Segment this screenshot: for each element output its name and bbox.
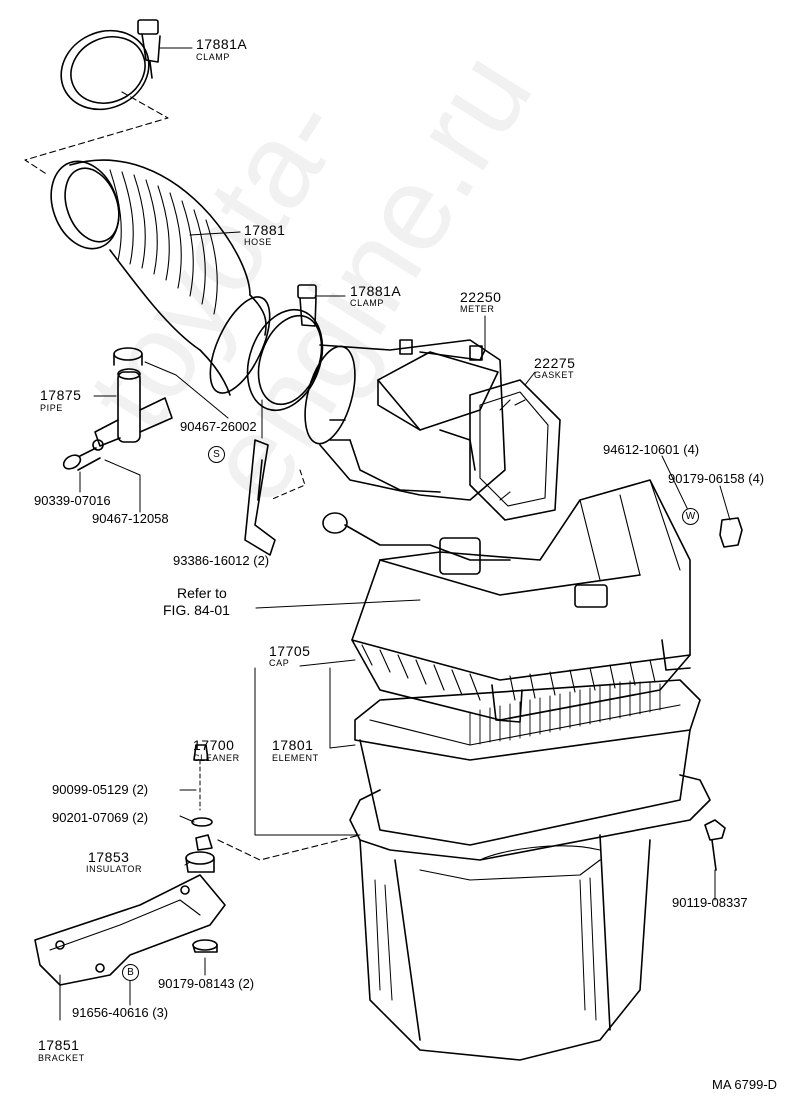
part-name-17881A-top: CLAMP [196,52,231,62]
sensor-drawing [322,512,608,608]
leader-lines [59,47,731,1021]
part-number-22275: 22275 [534,355,576,371]
part-number-17875: 17875 [40,387,82,403]
air-flow-meter-drawing [304,339,506,501]
clip-drawing [719,517,743,548]
part-name-17853: INSULATOR [86,864,143,874]
part-number-17853: 17853 [88,849,130,865]
diagram-id: MA 6799-D [712,1077,778,1092]
part-name-17700: CLEANER [193,753,240,763]
part-number-22250: 22250 [460,289,502,305]
part-number-91656-40616: 91656-40616 (3) [72,1005,169,1020]
part-name-17881: HOSE [244,237,272,247]
part-number-17801: 17801 [272,737,314,753]
part-number-90201-07069: 90201-07069 (2) [52,810,149,825]
part-number-17705: 17705 [269,643,311,659]
w-symbol: W [682,508,699,525]
part-number-90467-26002: 90467-26002 [180,419,257,434]
part-number-17851: 17851 [38,1037,80,1053]
reference-line-2: FIG. 84-01 [163,602,230,618]
part-number-90179-06158: 90179-06158 (4) [668,471,765,486]
part-number-90099-05129: 90099-05129 (2) [52,782,149,797]
part-number-93386-16012: 93386-16012 (2) [173,553,270,568]
s-symbol: S [208,446,225,463]
part-name-17881A-mid: CLAMP [350,298,385,308]
part-name-17801: ELEMENT [272,753,319,763]
top-clamp-drawing [60,19,161,111]
b-symbol: B [122,964,139,981]
cleaner-case-drawing [349,729,711,1061]
part-number-90467-12058: 90467-12058 [92,511,169,526]
element-drawing [354,679,701,761]
reference-line-1: Refer to [177,585,227,601]
part-number-90119-08337: 90119-08337 [672,895,748,910]
part-name-22275: GASKET [534,370,575,380]
part-number-17881A-mid: 17881A [350,283,402,299]
part-number-17700: 17700 [193,737,235,753]
hose-drawing [50,159,271,396]
part-name-22250: METER [460,304,495,314]
part-number-17881A-top: 17881A [196,36,248,52]
stay-drawing [244,439,276,556]
bracket-drawing [34,874,226,986]
part-number-90339-07016: 90339-07016 [34,493,111,508]
part-number-17881: 17881 [244,222,286,238]
middle-clamp-drawing [246,284,324,412]
pipe-drawing [62,347,173,471]
part-number-94612-10601: 94612-10601 (4) [603,442,700,457]
part-name-17851: BRACKET [38,1053,85,1063]
part-name-17705: CAP [269,658,290,668]
part-name-17875: PIPE [40,403,63,413]
part-number-90179-08143: 90179-08143 (2) [158,976,255,991]
bolt-drawing [704,819,726,871]
insulator-drawing [185,744,215,873]
gasket-drawing [469,379,561,521]
